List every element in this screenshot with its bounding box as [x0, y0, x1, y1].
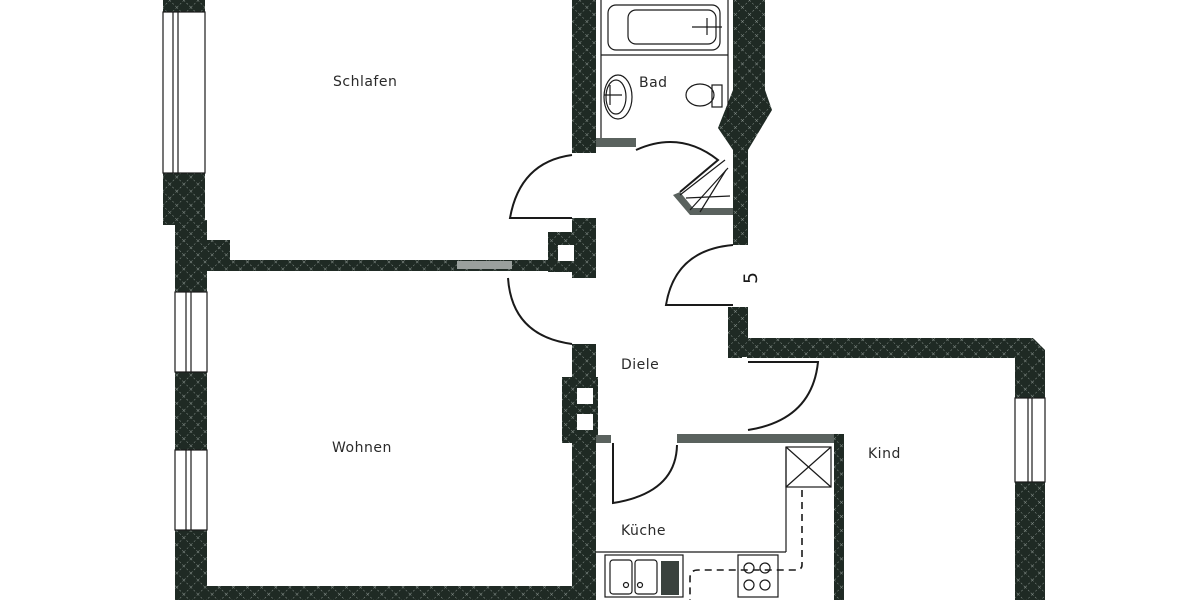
door-schlafen — [508, 154, 573, 219]
door-wohnen — [507, 277, 573, 345]
wall-kind-top — [728, 307, 1045, 400]
unit-marker: 5 — [740, 272, 762, 284]
wall-wohnen-bottom — [175, 586, 596, 600]
door-kind — [747, 361, 820, 431]
room-label-kind: Kind — [868, 446, 901, 462]
toilet-icon — [685, 83, 723, 108]
kitchen-sink-icon — [604, 554, 684, 598]
door-bad — [635, 141, 720, 193]
kitchen-counter — [596, 446, 832, 553]
room-label-schlafen: Schlafen — [333, 74, 397, 90]
wall-kueche-top — [677, 434, 844, 600]
bathtub-icon — [607, 4, 722, 51]
window-wohnen-left-upper — [174, 291, 208, 373]
shaft-icon — [673, 159, 733, 215]
bad-walls — [596, 0, 772, 245]
sink-icon — [603, 74, 633, 120]
wall-wohnen-diele — [562, 344, 611, 600]
window-schlafen-left — [162, 11, 206, 174]
window-wohnen-left-lower — [174, 449, 208, 531]
door-kueche — [612, 443, 678, 505]
stove-icon — [737, 554, 779, 598]
wall-kind-right — [1014, 397, 1046, 600]
wall-schlafen-wohnen — [205, 240, 575, 271]
door-entrance — [664, 244, 734, 306]
room-label-diele: Diele — [621, 357, 659, 373]
room-label-bad: Bad — [639, 75, 668, 91]
room-label-kueche: Küche — [621, 523, 666, 539]
room-label-wohnen: Wohnen — [332, 440, 392, 456]
wall-schlafen-bad — [548, 0, 596, 278]
kitchen-counter-outline — [689, 490, 803, 600]
